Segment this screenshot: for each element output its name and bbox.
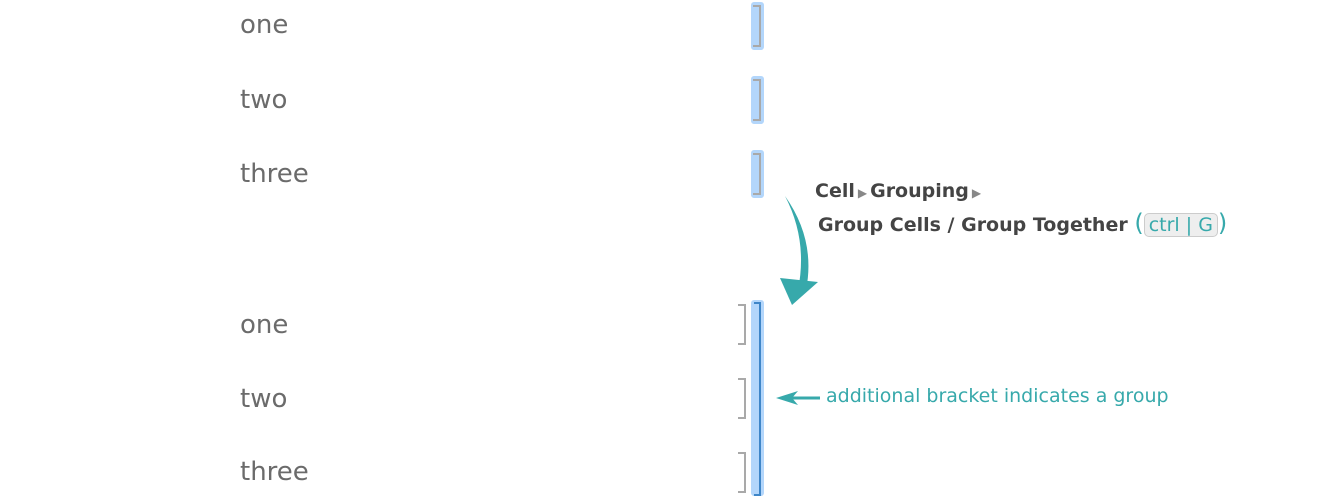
curved-arrow-icon <box>780 196 818 305</box>
cell-after-three[interactable]: three <box>240 457 309 487</box>
group-annotation: additional bracket indicates a group <box>826 385 1169 407</box>
cell-after-two[interactable]: two <box>240 384 288 414</box>
cell-bracket <box>753 5 761 47</box>
cell-bracket <box>753 153 761 195</box>
menu-grouping: Grouping <box>870 180 969 202</box>
arrow-left-icon <box>776 391 820 405</box>
cell-before-one[interactable]: one <box>240 10 289 40</box>
shortcut-modifier: ctrl <box>1148 214 1180 236</box>
menu-item-group-cells: Group Cells / Group Together <box>818 214 1128 236</box>
cell-before-two[interactable]: two <box>240 85 288 115</box>
cell-bracket[interactable] <box>738 304 746 345</box>
cell-bracket-selected-2[interactable] <box>751 76 764 124</box>
cell-bracket-selected-3[interactable] <box>751 150 764 198</box>
menu-path: Cell▶Grouping▶ <box>815 180 984 202</box>
submenu-triangle-icon: ▶ <box>971 186 982 200</box>
group-bracket[interactable] <box>754 302 761 496</box>
cell-before-three[interactable]: three <box>240 159 309 189</box>
menu-item-line: Group Cells / Group Together (ctrl | G) <box>818 209 1227 237</box>
keyboard-shortcut: ctrl | G <box>1143 213 1218 237</box>
shortcut-key: G <box>1198 214 1213 236</box>
cell-bracket <box>753 79 761 121</box>
paren-open: ( <box>1134 209 1144 237</box>
menu-cell: Cell <box>815 180 855 202</box>
cell-bracket[interactable] <box>738 452 746 493</box>
cell-bracket-selected-1[interactable] <box>751 2 764 50</box>
cell-bracket[interactable] <box>738 378 746 419</box>
submenu-triangle-icon: ▶ <box>857 186 868 200</box>
paren-close: ) <box>1217 209 1228 237</box>
cell-after-one[interactable]: one <box>240 310 289 340</box>
